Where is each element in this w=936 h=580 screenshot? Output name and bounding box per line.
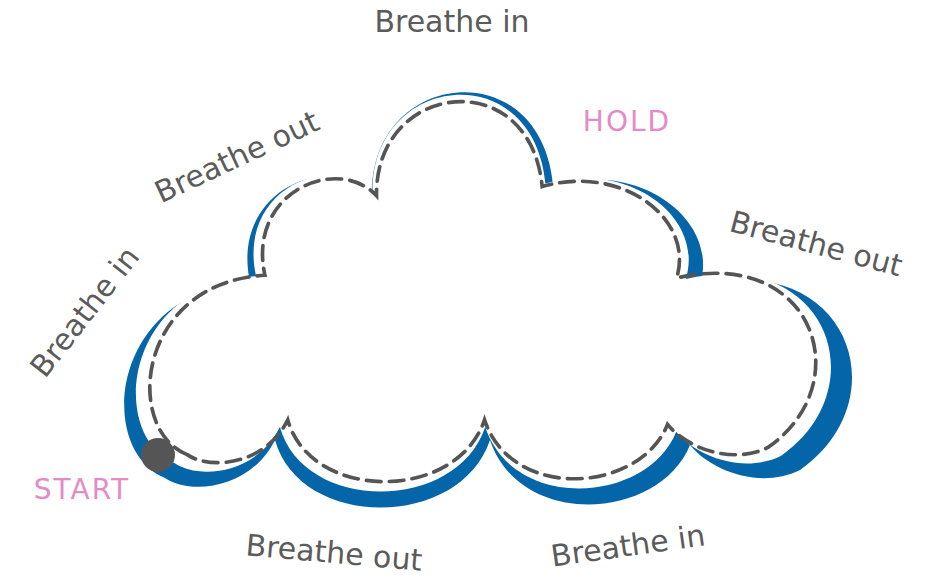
- cloud-outline: [124, 92, 852, 507]
- step-label: Breathe in: [549, 520, 707, 571]
- step-label: Breathe in: [25, 242, 144, 383]
- step-label: HOLD: [583, 108, 671, 136]
- step-label: Breathe out: [245, 530, 424, 575]
- step-label: Breathe in: [374, 7, 529, 37]
- start-dot: [141, 438, 175, 472]
- step-label: START: [34, 476, 130, 504]
- cloud-fill: [136, 95, 831, 492]
- step-label: Breathe out: [727, 207, 906, 282]
- tracing-path: [150, 102, 816, 482]
